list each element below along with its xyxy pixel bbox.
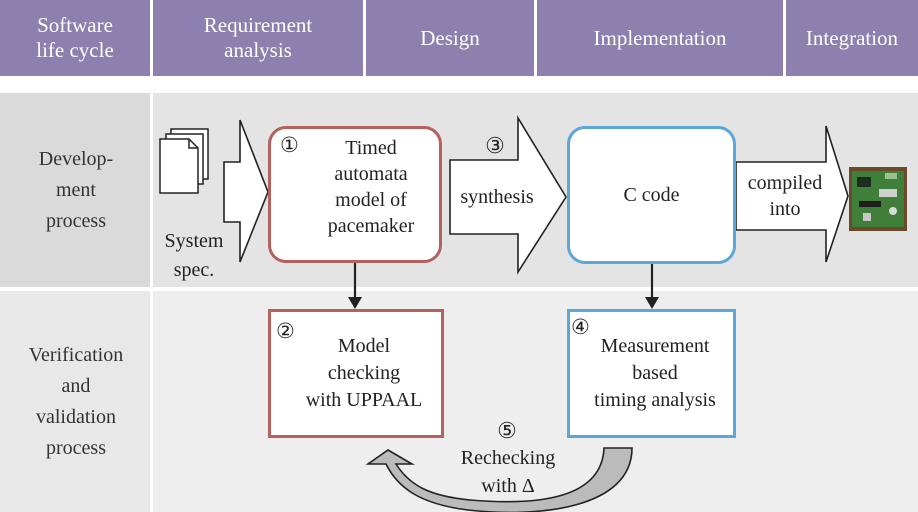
model-checking-box: [268, 309, 444, 438]
header-cell-integration: Integration: [786, 0, 918, 76]
verification-row-label: Verification and validation process: [28, 343, 124, 459]
development-row-label-bg: [0, 93, 150, 287]
down-arrow-left: [348, 262, 362, 309]
header-cell-design: Design: [366, 0, 534, 76]
synthesis-number: ③: [485, 133, 505, 158]
measurement-label: Measurement based timing analysis: [594, 335, 716, 411]
development-row-label: Develop- ment process: [38, 147, 114, 232]
measurement-number: ④: [571, 315, 590, 339]
document-stack-icon: [159, 128, 209, 194]
synthesis-label: synthesis: [460, 186, 534, 208]
verification-row-label-bg: [0, 291, 150, 512]
timed-automata-box: [268, 126, 442, 263]
header-cell-lifecycle: Software life cycle: [0, 0, 150, 76]
circuit-board-icon: [849, 167, 907, 231]
down-arrow-right: [645, 264, 659, 309]
header-cell-implementation: Implementation: [537, 0, 783, 76]
c-code-box: [567, 126, 736, 264]
rechecking-label: Rechecking with Δ: [460, 447, 556, 497]
rechecking-number: ⑤: [497, 418, 517, 443]
model-checking-label: Model checking with UPPAAL: [305, 335, 423, 411]
spec-arrow: [223, 119, 269, 263]
rechecking-arrow: [365, 447, 633, 512]
compiled-into-label: compiled into: [747, 172, 823, 220]
timed-automata-label: Timed automata model of pacemaker: [327, 137, 415, 237]
c-code-label: C code: [623, 184, 680, 206]
synthesis-arrow: [449, 115, 567, 275]
measurement-box: [567, 309, 736, 438]
timed-automata-number: ①: [280, 133, 299, 157]
compiled-arrow: [735, 125, 849, 263]
model-checking-number: ②: [276, 319, 295, 343]
system-spec-label: System spec.: [164, 230, 224, 281]
header-cell-requirement: Requirement analysis: [153, 0, 363, 76]
